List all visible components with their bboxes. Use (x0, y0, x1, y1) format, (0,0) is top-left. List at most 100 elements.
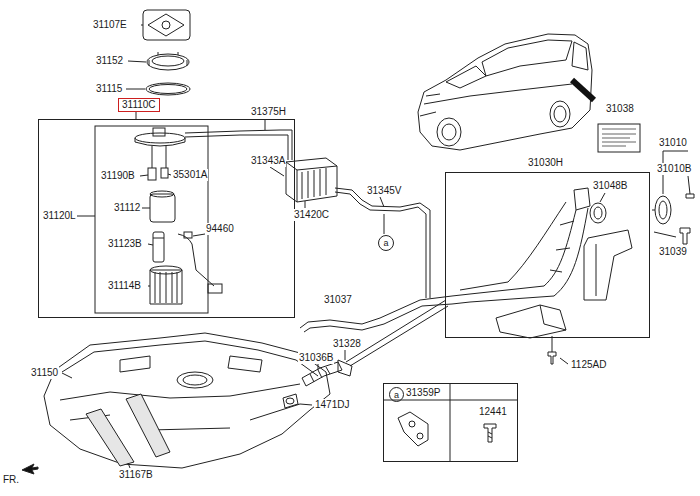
pump-module-frame (95, 126, 208, 313)
vapor-line (185, 130, 430, 298)
fuel-cap-parts (680, 228, 690, 244)
callout-number: 31114B (107, 280, 142, 292)
car-illustration (437, 118, 461, 146)
filler-neck-parts (590, 203, 606, 223)
callout-number: 1471DJ (314, 399, 350, 411)
filler-hose (304, 304, 452, 332)
filler-neck-parts (596, 244, 597, 296)
fuel-pump-parts (135, 133, 185, 143)
pad-part (141, 25, 143, 26)
callout-number: 31039 (658, 246, 688, 258)
leader-line (148, 286, 150, 287)
leader-line (384, 214, 385, 234)
callout-number: 31345V (366, 185, 402, 197)
callout-number: 31167B (118, 469, 154, 481)
filler-neck-parts (574, 188, 590, 210)
lock-ring-part (147, 54, 189, 70)
tank-hose-parts (286, 398, 294, 404)
callout-number: 35301A (172, 169, 208, 181)
fuel-pump-parts (135, 128, 222, 304)
clip-part (417, 433, 423, 439)
callout-number: 31190B (100, 170, 136, 182)
car-illustration (424, 84, 572, 104)
filler-neck-parts (560, 358, 568, 364)
leader-line (148, 244, 153, 245)
fuel-pump-parts (166, 146, 167, 168)
callout-number: 31123B (107, 238, 143, 250)
canister-part (286, 158, 337, 202)
callout-number: 31036B (298, 352, 334, 364)
car-illustration (420, 94, 440, 116)
lock-ring-part (152, 56, 184, 66)
callout-number: 1125AD (570, 359, 607, 371)
fuel-pump-parts (152, 146, 153, 168)
filler-hose (350, 306, 448, 366)
warning-label-part (598, 124, 640, 152)
vapor-line (335, 192, 426, 298)
callout-number: 31010B (656, 163, 692, 175)
reference-letter: a (390, 389, 403, 401)
callout-number: 31120L (42, 210, 77, 222)
filler-neck-parts (452, 210, 576, 296)
clip-part (398, 412, 428, 446)
callout-number: 31343A (250, 155, 286, 167)
pad-part (148, 14, 184, 36)
car-illustration (550, 101, 570, 127)
fuel-tank (62, 341, 318, 376)
fuel-pump-parts (153, 128, 165, 136)
filler-hose (346, 300, 446, 362)
fuel-pump-parts (150, 270, 182, 304)
screw-part (484, 424, 496, 442)
filler-neck-parts (550, 221, 574, 272)
callout-number: 31048B (592, 180, 628, 192)
fuel-pump-parts (155, 272, 177, 303)
assembly-frame: 31030H (445, 172, 650, 338)
lock-ring-part (149, 52, 187, 66)
parts-table-lines (450, 383, 451, 462)
o-ring-part (146, 83, 190, 95)
fuel-tank (128, 463, 130, 468)
fuel-pump-parts (153, 232, 164, 262)
filler-neck-parts (594, 207, 602, 219)
reference-circle: a (389, 387, 404, 402)
clip-part (409, 421, 415, 427)
canister-part (286, 158, 337, 202)
tank-hose-parts (310, 367, 330, 382)
warning-label-part (602, 129, 636, 146)
fuel-cap-parts (600, 193, 605, 202)
filler-neck-parts (460, 202, 566, 290)
callout-number: FR. (2, 474, 20, 486)
callout-number: 31107E (92, 19, 128, 31)
tank-hose-parts (283, 394, 298, 408)
filler-neck-parts (584, 230, 632, 300)
leader-line (77, 119, 384, 286)
fuel-pump-parts (148, 168, 156, 180)
filler-neck-parts (452, 208, 588, 304)
callout-number: 31010 (658, 137, 688, 149)
fuel-pump-parts (150, 191, 174, 197)
callout-number: 31375H (250, 106, 287, 118)
front-arrow (22, 464, 38, 474)
callout-number: 31037 (323, 294, 353, 306)
leader-line (265, 119, 266, 130)
callout-number: 94460 (205, 223, 235, 235)
leader-line (168, 174, 171, 175)
pad-part (162, 21, 170, 29)
fuel-cap-parts (654, 232, 676, 237)
leader-line (193, 234, 205, 236)
callout-number: 31420C (293, 209, 330, 221)
reference-letter: a (379, 237, 393, 249)
fuel-pump-parts (153, 238, 164, 239)
tank-hose-parts (300, 404, 312, 405)
part-number-heading: 31110C (118, 98, 160, 112)
o-ring-part (149, 85, 187, 94)
car-illustration (446, 66, 486, 88)
filler-neck-parts (496, 305, 566, 338)
fuel-pump-parts (135, 138, 185, 146)
tank-hose-parts (302, 362, 342, 386)
fuel-tank (44, 333, 330, 468)
fuel-tank (62, 373, 72, 378)
screw-part (484, 424, 496, 442)
leader-line (142, 208, 150, 209)
o-ring-part (126, 89, 145, 90)
